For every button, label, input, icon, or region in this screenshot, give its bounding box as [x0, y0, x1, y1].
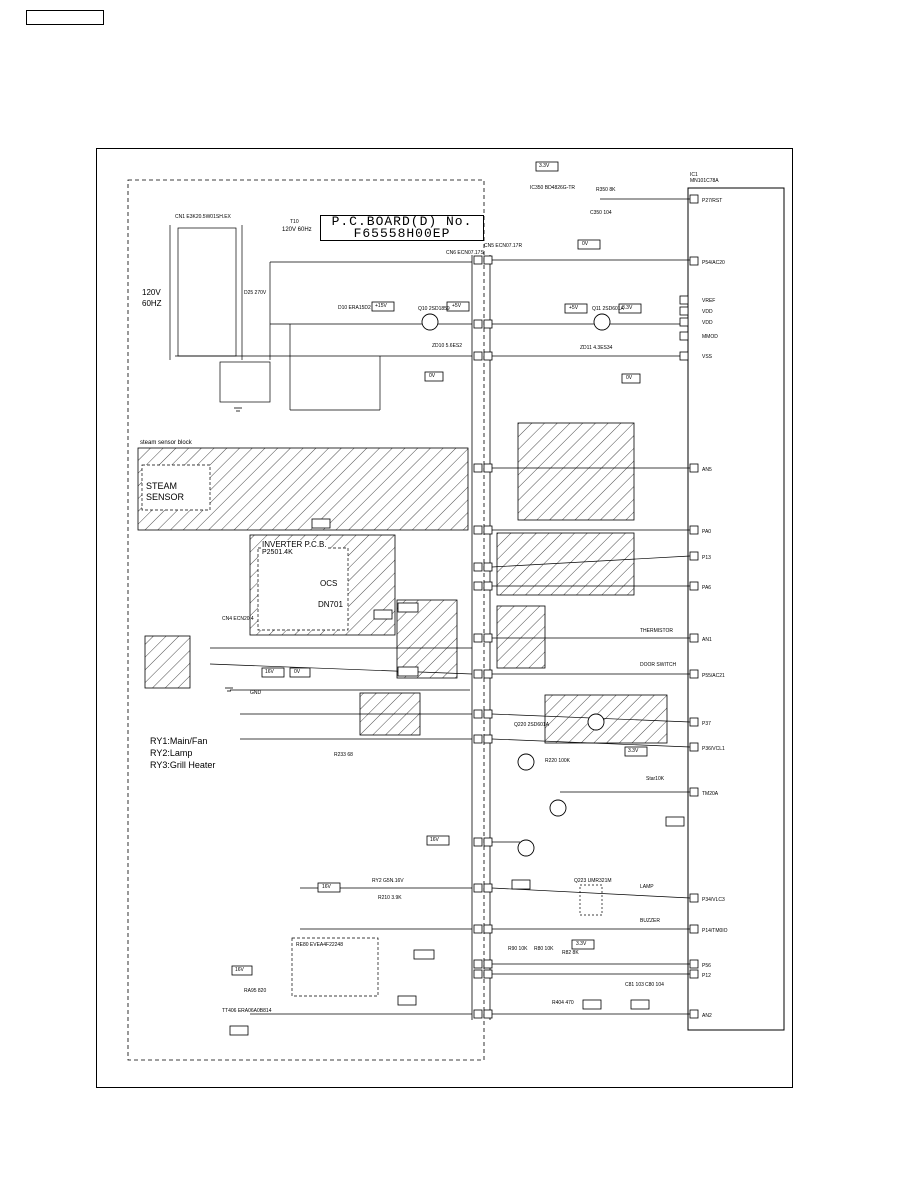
lamp-driver-box	[579, 884, 603, 916]
ic350-label: IC350 BD4826G-TR	[530, 185, 576, 191]
inverter-part: P2501.4K	[262, 549, 293, 557]
svg-text:AN1: AN1	[702, 637, 712, 643]
start-label: Star10K	[646, 776, 665, 782]
svg-text:AN5: AN5	[702, 467, 712, 473]
svg-text:VSS: VSS	[702, 354, 713, 360]
cn6-label: CN6 ECN07.17S	[446, 250, 484, 256]
q10-label: Q10 2SD1859	[418, 306, 450, 312]
door-switch-label: DOOR SWITCH	[640, 662, 677, 668]
relay-legend: RY1:Main/Fan RY2:Lamp RY3:Grill Heater	[150, 735, 215, 771]
zd11-label: ZD11 4.3ES34	[580, 345, 613, 351]
supply-3v3-mid: 3.3V	[628, 748, 639, 754]
q11-label: Q11 2SD601A	[592, 306, 624, 312]
steam-sensor-line2: SENSOR	[146, 492, 185, 502]
svg-text:P54/AC20: P54/AC20	[702, 260, 725, 266]
d10-label: D10 ERA15D2	[338, 305, 371, 311]
svg-text:P56: P56	[702, 963, 711, 969]
supply-16v-cn4: 16V	[265, 669, 274, 675]
supply-5v-left: +5V	[452, 303, 462, 309]
pcb-number-box: P.C.BOARD(D) No. F65558H00EP	[320, 215, 484, 241]
legend-ry3: RY3:Grill Heater	[150, 760, 216, 770]
schematic-frame	[96, 148, 793, 1088]
cn4-label: CN4 ECN20.4	[222, 616, 254, 622]
supply-0v-q11: 0V	[626, 375, 633, 381]
lamp-label: LAMP	[640, 884, 654, 890]
svg-text:TM20A: TM20A	[702, 791, 719, 797]
r350-label: R350 8K	[596, 187, 616, 193]
thermistor-label: THERMISTOR	[640, 628, 673, 634]
ry2-label: RY2 G5N.16V	[372, 878, 404, 884]
pcb-number: F65558H00EP	[353, 226, 451, 241]
ra95-label: RA95 820	[244, 988, 267, 994]
svg-text:P36/VCL1: P36/VCL1	[702, 746, 725, 752]
svg-text:PA0: PA0	[702, 529, 711, 535]
r80-label: R80 10K	[534, 946, 554, 952]
svg-text:VDD: VDD	[702, 320, 713, 326]
r220-label: R220 100K	[545, 758, 571, 764]
legend-ry1: RY1:Main/Fan	[150, 736, 208, 746]
transformer-ref: T10	[290, 219, 299, 225]
supply-15v: +15V	[375, 303, 387, 309]
svg-text:P27/RST: P27/RST	[702, 198, 722, 204]
supply-5v-right: +5V	[569, 305, 579, 311]
svg-text:P34/VLC3: P34/VLC3	[702, 897, 725, 903]
svg-text:P13: P13	[702, 555, 711, 561]
zd10-label: ZD10 5.6ES2	[432, 343, 463, 349]
svg-text:P14/TM0IO: P14/TM0IO	[702, 928, 728, 934]
inverter-inner-box	[257, 547, 349, 631]
steam-block-label: steam sensor block	[140, 440, 192, 446]
supply-16v-bottom: 16V	[235, 967, 244, 973]
svg-text:P12: P12	[702, 973, 711, 979]
inverter-label: INVERTER P.C.B.	[262, 540, 327, 549]
c350-label: C350 104	[590, 210, 612, 216]
ocs-label: OCS	[320, 579, 338, 588]
pcb-boundary	[127, 179, 485, 1061]
r82-label: R82 8K	[562, 950, 579, 956]
mains-voltage: 120V	[142, 288, 161, 297]
d25-label: D25 270V	[244, 290, 267, 296]
svg-text:PA6: PA6	[702, 585, 711, 591]
q223-label: Q223 UMR321M	[574, 878, 612, 884]
r90-label: R90 10K	[508, 946, 528, 952]
svg-text:P55/AC21: P55/AC21	[702, 673, 725, 679]
ic1-body	[687, 187, 785, 1031]
q220-label: Q220 2SD601A	[514, 722, 550, 728]
supply-0v-q10: 0V	[429, 373, 436, 379]
re80-label: RE80 EVEA4F22248	[296, 942, 343, 948]
r210-label: R210 3.9K	[378, 895, 402, 901]
steam-sensor-line1: STEAM	[146, 481, 178, 491]
svg-text:VREF: VREF	[702, 298, 715, 304]
cn5-label: CN5 ECN07.17R	[484, 243, 523, 249]
relay-group-box	[291, 937, 379, 997]
r404-label: R404 470	[552, 1000, 574, 1006]
ic1-part: MN101C78A	[690, 178, 719, 184]
cn1-label: CN1 E3K20.5W01SH.EX	[175, 214, 231, 220]
supply-3v3-top: 3.3V	[539, 163, 550, 169]
transformer-rating: 120V 60Hz	[282, 227, 312, 233]
supply-3v3-q11: 3.3V	[622, 305, 633, 311]
supply-0v-cn4: 0V	[294, 669, 301, 675]
svg-text:VDD: VDD	[702, 309, 713, 315]
gnd-label: GND	[250, 690, 262, 696]
legend-ry2: RY2:Lamp	[150, 748, 193, 758]
ic1-ref: IC1	[690, 172, 698, 178]
mains-frequency: 60HZ	[142, 299, 162, 308]
page-tag-box	[26, 10, 104, 25]
svg-text:AN2: AN2	[702, 1013, 712, 1019]
c81-label: C81 103	[625, 982, 644, 988]
buzzer-label: BUZZER	[640, 918, 660, 924]
svg-text:MMOD: MMOD	[702, 334, 718, 340]
supply-3v3-bottom: 3.3V	[576, 941, 587, 947]
c80-label: C80 104	[645, 982, 664, 988]
r233-label: R233 68	[334, 752, 353, 758]
pcb-label: P.C.BOARD(D) No.	[331, 214, 473, 229]
tt406-label: TT406 ERA06A0B814	[222, 1008, 272, 1014]
dn701-label: DN701	[318, 600, 343, 609]
supply-16v-mid: 16V	[430, 837, 439, 843]
svg-text:P37: P37	[702, 721, 711, 727]
supply-0v-top: 0V	[582, 241, 589, 247]
supply-16v-relay: 16V	[322, 884, 331, 890]
